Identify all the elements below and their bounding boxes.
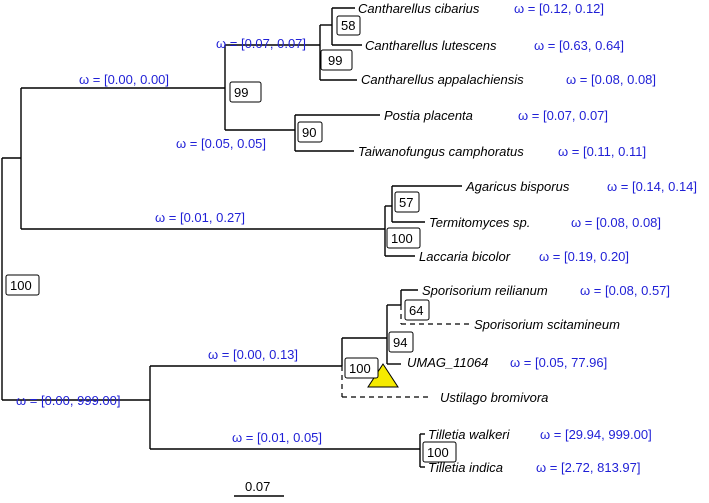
omega-label: ω = [0.00, 999.00] bbox=[16, 393, 120, 408]
omega-label: ω = [2.72, 813.97] bbox=[536, 460, 640, 475]
bootstrap-box: 100 bbox=[5, 274, 40, 296]
bootstrap-box: 99 bbox=[229, 81, 262, 103]
bootstrap-box: 99 bbox=[320, 49, 353, 71]
omega-label: ω = [0.07, 0.07] bbox=[216, 36, 306, 51]
bootstrap-value: 90 bbox=[302, 125, 316, 140]
bootstrap-box: 94 bbox=[388, 331, 414, 353]
omega-label: ω = [0.08, 0.57] bbox=[580, 283, 670, 298]
omega-label: ω = [0.12, 0.12] bbox=[514, 1, 604, 16]
omega-label: ω = [0.07, 0.07] bbox=[518, 108, 608, 123]
taxon-label: Cantharellus appalachiensis bbox=[361, 72, 524, 87]
bootstrap-value: 99 bbox=[234, 85, 248, 100]
taxon-label: Ustilago bromivora bbox=[440, 390, 548, 405]
taxon-label: UMAG_11064 bbox=[407, 355, 488, 370]
bootstrap-value: 100 bbox=[391, 231, 413, 246]
taxon-label: Cantharellus cibarius bbox=[358, 1, 480, 16]
omega-label: ω = [29.94, 999.00] bbox=[540, 427, 652, 442]
bootstrap-box: 90 bbox=[297, 121, 323, 143]
bootstrap-value: 100 bbox=[349, 361, 371, 376]
bootstrap-box: 100 bbox=[422, 441, 457, 463]
bootstrap-box: 100 bbox=[344, 357, 379, 379]
omega-label: ω = [0.01, 0.05] bbox=[232, 430, 322, 445]
omega-label: ω = [0.14, 0.14] bbox=[607, 179, 697, 194]
bootstrap-value: 94 bbox=[393, 335, 407, 350]
taxon-label: Laccaria bicolor bbox=[419, 249, 511, 264]
taxon-label: Cantharellus lutescens bbox=[365, 38, 497, 53]
branch-omega-labels: ω = [0.07, 0.07] ω = [0.00, 0.00] ω = [0… bbox=[16, 36, 322, 445]
tree-branches bbox=[1, 7, 462, 497]
bootstrap-value: 64 bbox=[409, 303, 423, 318]
bootstrap-value: 57 bbox=[399, 195, 413, 210]
omega-label: ω = [0.00, 0.13] bbox=[208, 347, 298, 362]
omega-label: ω = [0.05, 77.96] bbox=[510, 355, 607, 370]
omega-label: ω = [0.05, 0.05] bbox=[176, 136, 266, 151]
omega-label: ω = [0.01, 0.27] bbox=[155, 210, 245, 225]
taxon-label: Tilletia walkeri bbox=[428, 427, 511, 442]
tip-omega-labels: ω = [0.12, 0.12] ω = [0.63, 0.64] ω = [0… bbox=[510, 1, 697, 475]
omega-label: ω = [0.19, 0.20] bbox=[539, 249, 629, 264]
omega-label: ω = [0.63, 0.64] bbox=[534, 38, 624, 53]
omega-label: ω = [0.11, 0.11] bbox=[558, 144, 646, 159]
dashed-branches bbox=[341, 305, 470, 398]
omega-label: ω = [0.08, 0.08] bbox=[566, 72, 656, 87]
taxon-label: Termitomyces sp. bbox=[429, 215, 530, 230]
bootstrap-box: 58 bbox=[336, 15, 361, 36]
taxon-label: Postia placenta bbox=[384, 108, 473, 123]
bootstrap-value: 99 bbox=[328, 53, 342, 68]
taxon-label: Agaricus bisporus bbox=[465, 179, 570, 194]
omega-label: ω = [0.08, 0.08] bbox=[571, 215, 661, 230]
scale-bar-label: 0.07 bbox=[245, 479, 270, 494]
bootstrap-value: 100 bbox=[427, 445, 449, 460]
bootstrap-box: 64 bbox=[404, 299, 430, 321]
bootstrap-box: 100 bbox=[386, 227, 421, 249]
omega-label: ω = [0.00, 0.00] bbox=[79, 72, 169, 87]
bootstrap-values: 58 99 99 90 57 100 100 64 bbox=[5, 15, 457, 463]
bootstrap-value: 58 bbox=[341, 18, 355, 33]
bootstrap-box: 57 bbox=[394, 191, 420, 213]
taxon-label: Taiwanofungus camphoratus bbox=[358, 144, 524, 159]
taxon-label: Tilletia indica bbox=[428, 460, 503, 475]
taxon-label: Sporisorium scitamineum bbox=[474, 317, 620, 332]
bootstrap-value: 100 bbox=[10, 278, 32, 293]
taxon-labels: Cantharellus cibarius Cantharellus lutes… bbox=[358, 1, 620, 475]
taxon-label: Sporisorium reilianum bbox=[422, 283, 548, 298]
